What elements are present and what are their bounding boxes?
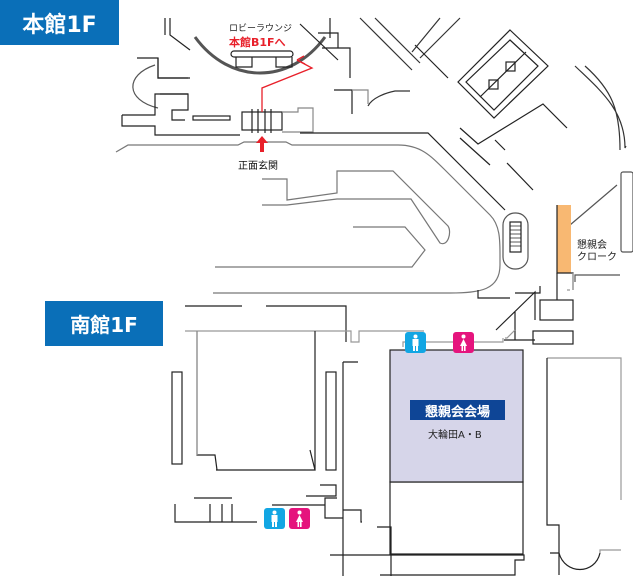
entrance-arrow [256,136,268,152]
wall [459,103,568,145]
wall [299,18,449,114]
road-island [262,170,451,245]
wall [359,17,461,71]
wall [377,526,392,576]
lobby-lounge-label: ロビーラウンジ [229,24,293,34]
wall [567,273,574,291]
restroom-men-icon [264,508,285,529]
cloakroom-label-line1: 懇親会 [577,240,607,251]
wall [367,90,410,107]
room [539,299,574,321]
wall [574,65,627,151]
road-island [215,226,426,268]
wall [174,449,316,523]
pillar [171,371,183,465]
wall [132,64,159,109]
wall [477,273,558,300]
lobby-sofa [230,50,294,58]
wall [185,330,424,343]
pillar [325,371,337,471]
wall [306,484,362,523]
wall [137,57,188,79]
wall [352,89,369,104]
building-diamond-inner [465,39,539,111]
lobby-stairs [235,57,293,68]
bench [192,115,231,121]
wall [164,18,191,51]
wall [196,331,316,471]
wall [495,290,536,341]
wall [342,361,358,576]
lobby-curve [193,36,327,75]
banquet-hall-title: 懇親会会場 [410,400,505,420]
escalator [509,221,522,253]
wall [330,554,525,576]
entrance-door [241,111,283,131]
road-edge [115,141,501,294]
room-lower [389,481,524,555]
banquet-room-name: 大輪田A・B [428,430,482,441]
wall [569,184,620,282]
window [488,79,499,90]
wall [272,497,343,519]
main-entrance-label: 正面玄関 [238,161,278,172]
building-axis [479,51,527,98]
wall [122,93,188,116]
wall [547,357,622,500]
wall [157,58,190,79]
cloakroom-label-line2: クローク [577,252,617,263]
to-b1f-label: 本館B1Fへ [229,36,286,49]
door-arc [558,552,601,570]
room [532,330,574,345]
cloakroom-label: 懇親会 クローク [577,240,617,264]
restroom-women-icon [289,508,310,529]
route-to-b1f [261,55,314,112]
cloakroom [557,205,571,273]
wall [459,137,534,191]
wall [546,358,560,575]
main-building-badge: 本館1F [0,0,119,45]
building-diamond [457,29,549,119]
escalator-steps [510,225,521,247]
wall [300,132,506,211]
wall [620,171,633,253]
entrance-frame [251,109,272,133]
restroom-men-icon [405,332,426,353]
wall [185,305,347,342]
wall [282,107,314,133]
escalator-oval [502,212,529,270]
window [505,61,516,72]
wall [599,549,621,553]
restroom-women-icon [453,332,474,353]
south-building-badge: 南館1F [45,301,163,346]
